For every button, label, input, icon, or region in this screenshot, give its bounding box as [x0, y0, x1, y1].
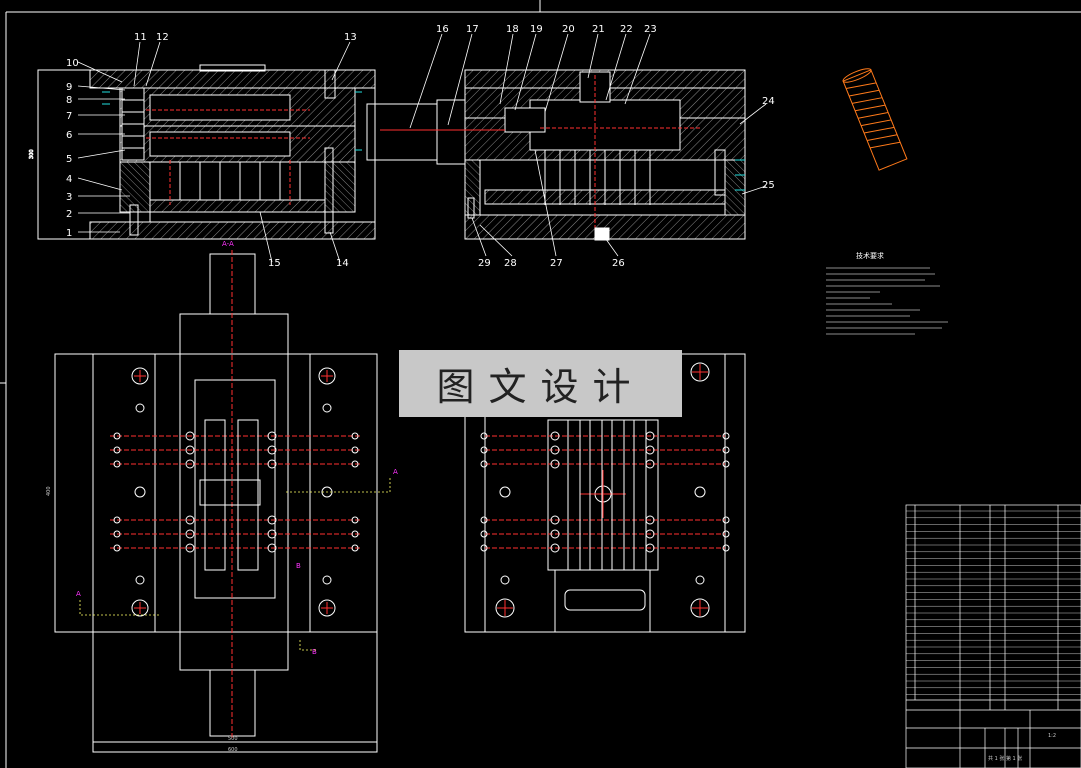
svg-text:400: 400: [46, 486, 52, 496]
svg-text:A-A: A-A: [222, 240, 234, 248]
leaders-right: [409, 33, 767, 257]
svg-text:20: 20: [562, 24, 575, 35]
svg-text:28: 28: [504, 258, 517, 269]
svg-text:7: 7: [66, 111, 72, 122]
svg-text:6: 6: [66, 130, 72, 141]
svg-text:13: 13: [344, 32, 357, 43]
bom-rows: [906, 510, 1081, 695]
svg-text:600: 600: [228, 747, 238, 753]
svg-text:26: 26: [612, 258, 625, 269]
part-labels-right: 16 17 18 19 20 21 22 23 24 25 26 27 28 2…: [436, 24, 775, 269]
threaded-part-view: [842, 68, 908, 171]
title-block-text: 1:2 共 1 张 第 1 张: [988, 733, 1056, 762]
svg-text:A: A: [393, 468, 398, 476]
svg-text:22: 22: [620, 24, 633, 35]
title-block: [905, 504, 1081, 768]
svg-text:18: 18: [506, 24, 519, 35]
svg-text:27: 27: [550, 258, 563, 269]
svg-text:5: 5: [66, 154, 72, 165]
svg-text:14: 14: [336, 258, 349, 269]
svg-text:24: 24: [762, 96, 775, 107]
section-view-left: [37, 64, 376, 240]
leaders-left: [77, 41, 351, 263]
svg-text:B: B: [296, 562, 301, 570]
svg-text:3: 3: [66, 192, 72, 203]
svg-text:技术要求: 技术要求: [856, 251, 884, 260]
svg-text:1: 1: [66, 228, 72, 239]
svg-text:25: 25: [762, 180, 775, 191]
svg-text:B: B: [312, 648, 317, 656]
svg-text:1:2: 1:2: [1048, 733, 1056, 739]
ejector-holes-left: [113, 431, 359, 553]
watermark-banner: 图文设计: [399, 350, 682, 417]
svg-text:500: 500: [228, 736, 238, 742]
dimension-height-top: 300: [29, 70, 39, 239]
svg-text:21: 21: [592, 24, 605, 35]
svg-text:300: 300: [29, 149, 35, 159]
plan-view-right: [464, 353, 746, 633]
svg-text:29: 29: [478, 258, 491, 269]
svg-text:16: 16: [436, 24, 449, 35]
bolt-holes-left: [131, 367, 336, 617]
svg-text:4: 4: [66, 174, 72, 185]
part-labels-left: 1 2 3 4 5 6 7 8 9 10 11 12 13 14 15: [66, 32, 357, 269]
svg-text:共 1 张 第 1 张: 共 1 张 第 1 张: [988, 755, 1022, 762]
svg-text:19: 19: [530, 24, 543, 35]
svg-text:9: 9: [66, 82, 72, 93]
section-view-right: [366, 69, 746, 241]
svg-text:17: 17: [466, 24, 479, 35]
svg-text:11: 11: [134, 32, 147, 43]
svg-text:8: 8: [66, 95, 72, 106]
tech-requirements: 技术要求: [826, 251, 948, 335]
plan-left-markers: A-A A A B B 500 600 400: [46, 240, 398, 753]
svg-text:A: A: [76, 590, 81, 598]
svg-text:15: 15: [268, 258, 281, 269]
svg-text:2: 2: [66, 209, 72, 220]
svg-text:10: 10: [66, 58, 79, 69]
plan-view-left: [54, 250, 378, 753]
svg-text:12: 12: [156, 32, 169, 43]
svg-text:23: 23: [644, 24, 657, 35]
